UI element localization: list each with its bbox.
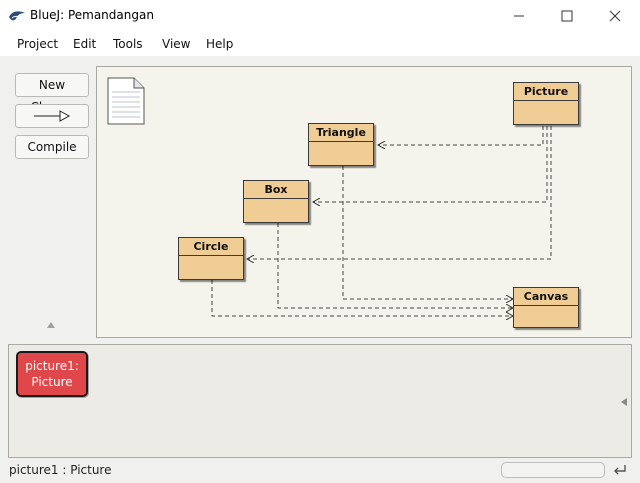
arrow-circle-canvas <box>211 280 513 316</box>
object-bench[interactable]: picture1: Picture <box>8 344 632 458</box>
readme-document-icon[interactable] <box>106 76 146 126</box>
menu-edit[interactable]: Edit <box>73 37 97 51</box>
class-name: Canvas <box>514 288 578 306</box>
class-name: Box <box>244 181 308 199</box>
title-bar: BlueJ: Pemandangan <box>0 0 640 32</box>
reset-vm-icon[interactable] <box>612 463 628 477</box>
class-box[interactable]: Box <box>243 180 309 223</box>
class-name: Picture <box>514 83 578 101</box>
class-diagram[interactable]: Picture Triangle Box Circle Canvas <box>96 66 632 338</box>
class-canvas[interactable]: Canvas <box>513 287 579 328</box>
class-triangle[interactable]: Triangle <box>308 123 374 166</box>
status-bar: picture1 : Picture <box>0 460 640 483</box>
menu-help[interactable]: Help <box>206 37 234 51</box>
maximize-button[interactable] <box>544 0 590 32</box>
menu-project[interactable]: Project <box>17 37 59 51</box>
object-picture1[interactable]: picture1: Picture <box>16 351 88 397</box>
class-circle[interactable]: Circle <box>178 237 244 280</box>
menu-bar: Project Edit Tools View Help <box>0 32 640 56</box>
arrow-box-canvas <box>277 223 513 308</box>
dependency-arrows <box>211 126 552 339</box>
close-button[interactable] <box>592 0 638 32</box>
object-class-name: Picture <box>31 375 73 389</box>
bluej-bird-icon <box>9 11 25 21</box>
close-icon <box>609 10 621 22</box>
minimize-button[interactable] <box>496 0 542 32</box>
class-name: Triangle <box>309 124 373 142</box>
menu-view[interactable]: View <box>162 37 191 51</box>
inheritance-arrow-icon <box>34 110 71 122</box>
menu-tools[interactable]: Tools <box>113 37 143 51</box>
arrow-picture-triangle <box>378 126 544 145</box>
class-name: Circle <box>179 238 243 256</box>
compile-button[interactable]: Compile <box>15 135 89 159</box>
arrow-picture-circle <box>247 126 552 259</box>
panel-divider-up-icon[interactable] <box>47 322 55 328</box>
window-title: BlueJ: Pemandangan <box>30 8 154 22</box>
arrow-picture-box <box>313 126 548 202</box>
arrow-triangle-canvas <box>342 166 513 299</box>
status-text: picture1 : Picture <box>9 463 112 477</box>
object-instance-name: picture1: <box>25 359 79 373</box>
new-inheritance-arrow-button[interactable] <box>15 104 89 128</box>
maximize-icon <box>561 10 573 22</box>
minimize-icon <box>514 15 524 17</box>
new-class-button[interactable]: New Class... <box>15 73 89 114</box>
bench-scroll-left-icon[interactable] <box>621 398 627 406</box>
vm-progress-bar <box>501 462 605 478</box>
class-picture[interactable]: Picture <box>513 82 579 125</box>
